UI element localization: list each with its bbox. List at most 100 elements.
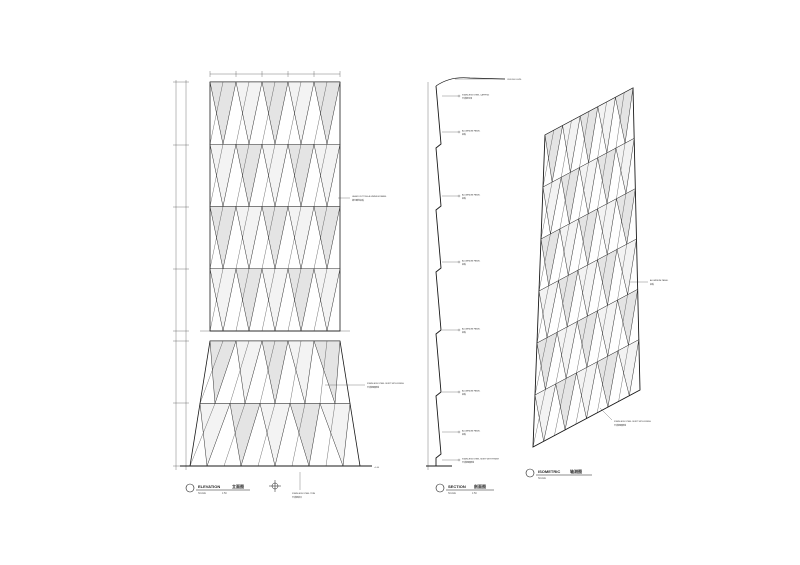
elevation-lower-panel-edge (257, 403, 276, 467)
elevation-upper-panel-edge (261, 81, 276, 145)
elevation-lower-panel-edge (189, 403, 216, 467)
isometric-title-marker (525, 468, 535, 478)
elevation-level-label: +0.00 (374, 467, 380, 469)
elevation-upper-panel-triangle (287, 268, 315, 332)
isometric-panel-triangle (560, 167, 580, 224)
elevation-lower-panel-edge (223, 403, 246, 467)
isometric-title-cn: 轴测图 (570, 468, 582, 474)
elevation-diamond-pattern (189, 81, 360, 467)
elevation-upper-panel-edge (235, 206, 250, 269)
isometric-panel-triangle (544, 125, 563, 183)
isometric-panel-edge (556, 275, 569, 333)
elevation-upper-panel-triangle (209, 144, 237, 207)
isometric-panel-triangle (597, 96, 616, 153)
isometric-panel-edge (554, 378, 567, 436)
section-note: ALUMINIUM PANEL (462, 430, 481, 433)
section-title-cn: 剖面图 (474, 483, 486, 489)
elevation-note-1: LASER CUTTING ALUMINIUM PANEL (352, 195, 388, 198)
isometric-title: ISOMETRIC (538, 469, 560, 474)
elevation-upper-panel-triangle (287, 81, 315, 145)
elevation-title-cn: 立面图 (232, 483, 244, 489)
elevation-upper-panel-edge (287, 144, 302, 207)
section-note: ALUMINIUM PANEL (462, 328, 481, 331)
isometric-panel-triangle (562, 115, 581, 173)
section-cut-symbol (269, 480, 281, 492)
elevation-upper-panel-triangle (235, 81, 263, 145)
isometric-panel-triangle (536, 331, 558, 390)
isometric-panel-edge (597, 203, 608, 260)
elevation-upper-panel-edge (261, 144, 276, 207)
isometric-panel-edge (615, 92, 625, 149)
section-note-cn: 不锈钢踢脚线 (462, 460, 474, 464)
section-note: ALUMINIUM PANEL (462, 260, 481, 263)
elevation-view: LASER CUTTING ALUMINIUM PANEL 激光雕刻铝板 STA… (173, 71, 404, 499)
isometric-panel-triangle (579, 106, 599, 163)
elevation-upper-panel-triangle (209, 81, 237, 145)
section-scale: SCALE (448, 492, 456, 495)
isometric-note-1-cn: 不锈钢踢脚线 (614, 423, 626, 427)
elevation-lower-panel-edge (259, 340, 276, 404)
elevation-upper-panel-triangle (313, 206, 341, 269)
section-note: ALUMINIUM PANEL (462, 130, 481, 133)
isometric-panel-edge (540, 182, 553, 240)
elevation-lower-panel-triangle (209, 340, 237, 404)
section-note-marker (457, 390, 461, 394)
isometric-panel-triangle (542, 176, 562, 235)
isometric-panel-triangle (540, 228, 561, 286)
isometric-panel-triangle (558, 269, 579, 327)
section-profile (435, 85, 442, 466)
elevation-upper-panel-triangle (209, 206, 237, 269)
elevation-upper-panel-triangle (261, 144, 289, 207)
isometric-row-line (532, 389, 641, 448)
elevation-upper-panel-edge (235, 81, 250, 145)
isometric-note-0-cn: 铝板 (650, 282, 654, 286)
elevation-upper-panel-edge (235, 268, 250, 332)
section-note-marker (457, 94, 461, 98)
elevation-upper-panel-triangle (235, 144, 263, 207)
isometric-panel-triangle (597, 147, 617, 204)
isometric-panel-edge (561, 120, 572, 178)
elevation-upper-panel-triangle (209, 268, 237, 332)
elevation-upper-panel-edge (313, 81, 328, 145)
elevation-upper-panel-edge (287, 206, 302, 269)
isometric-panel-edge (616, 193, 627, 250)
elevation-upper-panel-triangle (287, 144, 315, 207)
isometric-panel-triangle (577, 310, 598, 368)
isometric-leader-lines (599, 281, 648, 421)
section-title: SECTION (448, 484, 466, 489)
elevation-upper-panel-triangle (261, 81, 289, 145)
elevation-lower-panel-triangle (235, 340, 263, 404)
elevation-lower-panel-edge (319, 340, 328, 404)
isometric-panel-triangle (597, 248, 618, 306)
elevation-upper-panel-edge (235, 144, 250, 207)
section-note: STAINLESS STEEL SKIRT WITH FINISH (462, 458, 499, 461)
isometric-panel-edge (597, 305, 608, 362)
isometric-panel-triangle (579, 157, 598, 214)
elevation-upper-panel-triangle (261, 268, 289, 332)
isometric-panel-edge (575, 367, 588, 425)
section-note-marker (457, 430, 461, 434)
section-note-marker (457, 130, 461, 134)
section-dimension-line (427, 78, 505, 470)
section-note: ALUMINIUM PANEL (462, 390, 481, 393)
section-note-cn: 铝板 (462, 392, 466, 396)
elevation-lower-panel-edge (229, 340, 250, 404)
isometric-panel-triangle (556, 321, 578, 379)
elevation-lower-panel-triangle (261, 340, 289, 404)
elevation-upper-panel-edge (209, 206, 224, 269)
isometric-panel-edge (577, 264, 588, 322)
section-note-marker (457, 328, 461, 332)
elevation-title-marker (185, 483, 195, 493)
elevation-lower-panel-triangle (313, 340, 341, 404)
elevation-upper-panel-edge (209, 81, 224, 145)
isometric-panel-edge (597, 152, 607, 209)
isometric-panel-edge (536, 285, 549, 344)
elevation-upper-panel-triangle (235, 268, 263, 332)
isometric-panel-triangle (559, 218, 580, 276)
section-note-marker (457, 458, 461, 462)
isometric-panel-edge (617, 294, 628, 351)
elevation-upper-panel-edge (261, 268, 276, 332)
isometric-panel-edge (558, 223, 570, 281)
elevation-upper-panel-triangle (235, 206, 263, 269)
